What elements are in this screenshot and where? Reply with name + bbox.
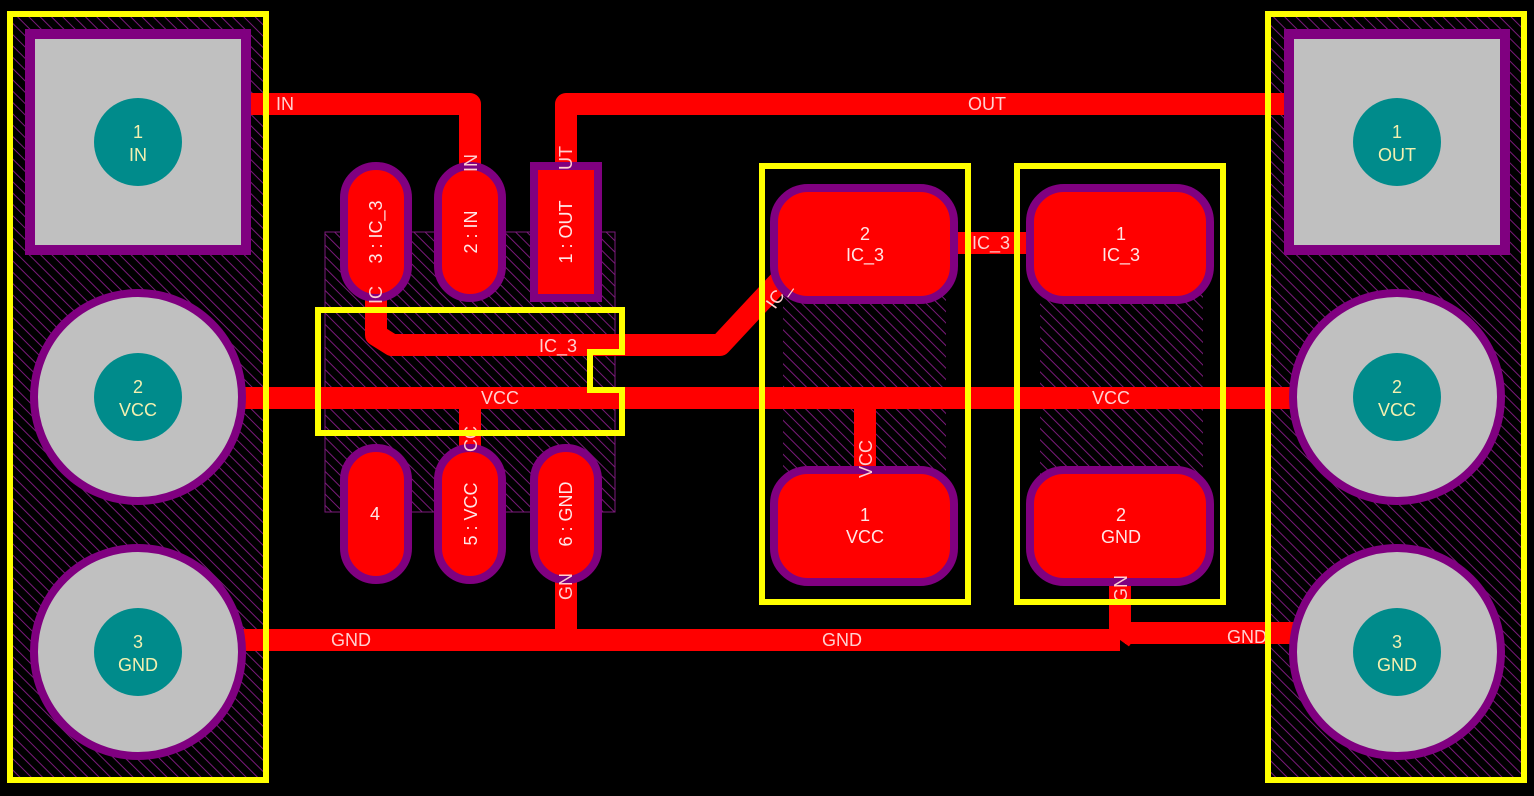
ic-pad-2[interactable] [434, 162, 506, 302]
cap1-pad-2-num: 2 [860, 224, 870, 244]
right-pin-1-net: OUT [1378, 145, 1416, 165]
label-in: IN [276, 94, 294, 114]
left-pin-2-net: VCC [119, 400, 157, 420]
ic-pad-5-label: 5 : VCC [461, 482, 481, 545]
label-cap-link: IC_3 [972, 233, 1010, 254]
left-pin-1-num: 1 [133, 122, 143, 142]
ic-pad-5[interactable] [434, 444, 506, 584]
trace-ic3 [365, 240, 799, 356]
right-drill-1 [1353, 98, 1441, 186]
cap1-pad-2[interactable] [770, 184, 958, 304]
ic-outline [315, 307, 625, 436]
right-pin-2-net: VCC [1378, 400, 1416, 420]
ic-pad-4-label: 4 [370, 504, 380, 524]
right-connector: 1 OUT 2 VCC 3 GND [1284, 29, 1510, 760]
label-out-stub: UT [556, 146, 576, 170]
left-connector-outline [7, 11, 269, 783]
cap2-pad-1[interactable] [1026, 184, 1214, 304]
cap2-pad-2-net: GND [1101, 527, 1141, 547]
cap1-pad-1[interactable] [770, 466, 958, 586]
left-pin-1-net: IN [129, 145, 147, 165]
right-pin-3-num: 3 [1392, 632, 1402, 652]
label-gnd-stub: GN [556, 573, 576, 600]
cap2-outline [1014, 163, 1226, 605]
cap1-pad-1-num: 1 [860, 505, 870, 525]
ic-pad-4[interactable] [340, 444, 412, 584]
label-vcc-mid: VCC [481, 388, 519, 408]
ic-pads: 3 : IC_3 2 : IN 1 : OUT 4 5 : VCC 6 : GN… [340, 162, 602, 584]
cap1-pad-2-net: IC_3 [846, 245, 884, 266]
left-pin-3-net: GND [118, 655, 158, 675]
ic-pad-6-label: 6 : GND [556, 481, 576, 546]
cap2-pad-1-num: 1 [1116, 224, 1126, 244]
label-vcc-ic-stub: CC [461, 426, 481, 452]
label-in-stub: IN [461, 154, 481, 172]
cap2-pads: 1 IC_3 2 GND [1026, 184, 1214, 586]
label-ic3-mid: IC_3 [539, 336, 577, 357]
left-pin-2-num: 2 [133, 377, 143, 397]
label-gnd-right: GND [1227, 627, 1267, 647]
right-drill-2 [1353, 353, 1441, 441]
left-drill-3 [94, 608, 182, 696]
left-pin-3-num: 3 [133, 632, 143, 652]
left-drill-2 [94, 353, 182, 441]
label-gnd-cap-stub: GN [1111, 575, 1131, 602]
label-vcc-stub: VCC [856, 440, 876, 478]
right-pin-1-num: 1 [1392, 122, 1402, 142]
cap2-pad-2-num: 2 [1116, 505, 1126, 525]
ic-pad-6[interactable] [530, 444, 602, 584]
ic-pad-1-label: 1 : OUT [556, 200, 576, 263]
cap2-pad-2[interactable] [1026, 466, 1214, 586]
trace-labels: IN OUT IC_3 VCC VCC GND GND GND IC_3 IN … [276, 94, 1267, 650]
ic-pad-3-label: 3 : IC_3 [366, 200, 387, 263]
label-ic3-stub: IC [366, 286, 386, 304]
right-pin-3-net: GND [1377, 655, 1417, 675]
label-out: OUT [968, 94, 1006, 114]
cap1-outline [759, 163, 971, 605]
right-pin-2-num: 2 [1392, 377, 1402, 397]
left-drill-1 [94, 98, 182, 186]
label-gnd-left: GND [331, 630, 371, 650]
right-connector-outline [1265, 11, 1527, 783]
ic-pad-2-label: 2 : IN [461, 210, 481, 253]
silkscreen [7, 11, 1527, 783]
cap1-pads: 2 IC_3 1 VCC [770, 184, 958, 586]
cap1-pad-1-net: VCC [846, 527, 884, 547]
label-gnd-mid: GND [822, 630, 862, 650]
cap2-pad-1-net: IC_3 [1102, 245, 1140, 266]
right-drill-3 [1353, 608, 1441, 696]
ic-pad-1[interactable] [530, 162, 602, 302]
trace-gnd-right [1111, 622, 1300, 647]
ic-pad-3[interactable] [340, 162, 412, 302]
label-vcc-right: VCC [1092, 388, 1130, 408]
left-connector: 1 IN 2 VCC 3 GND [25, 29, 251, 760]
